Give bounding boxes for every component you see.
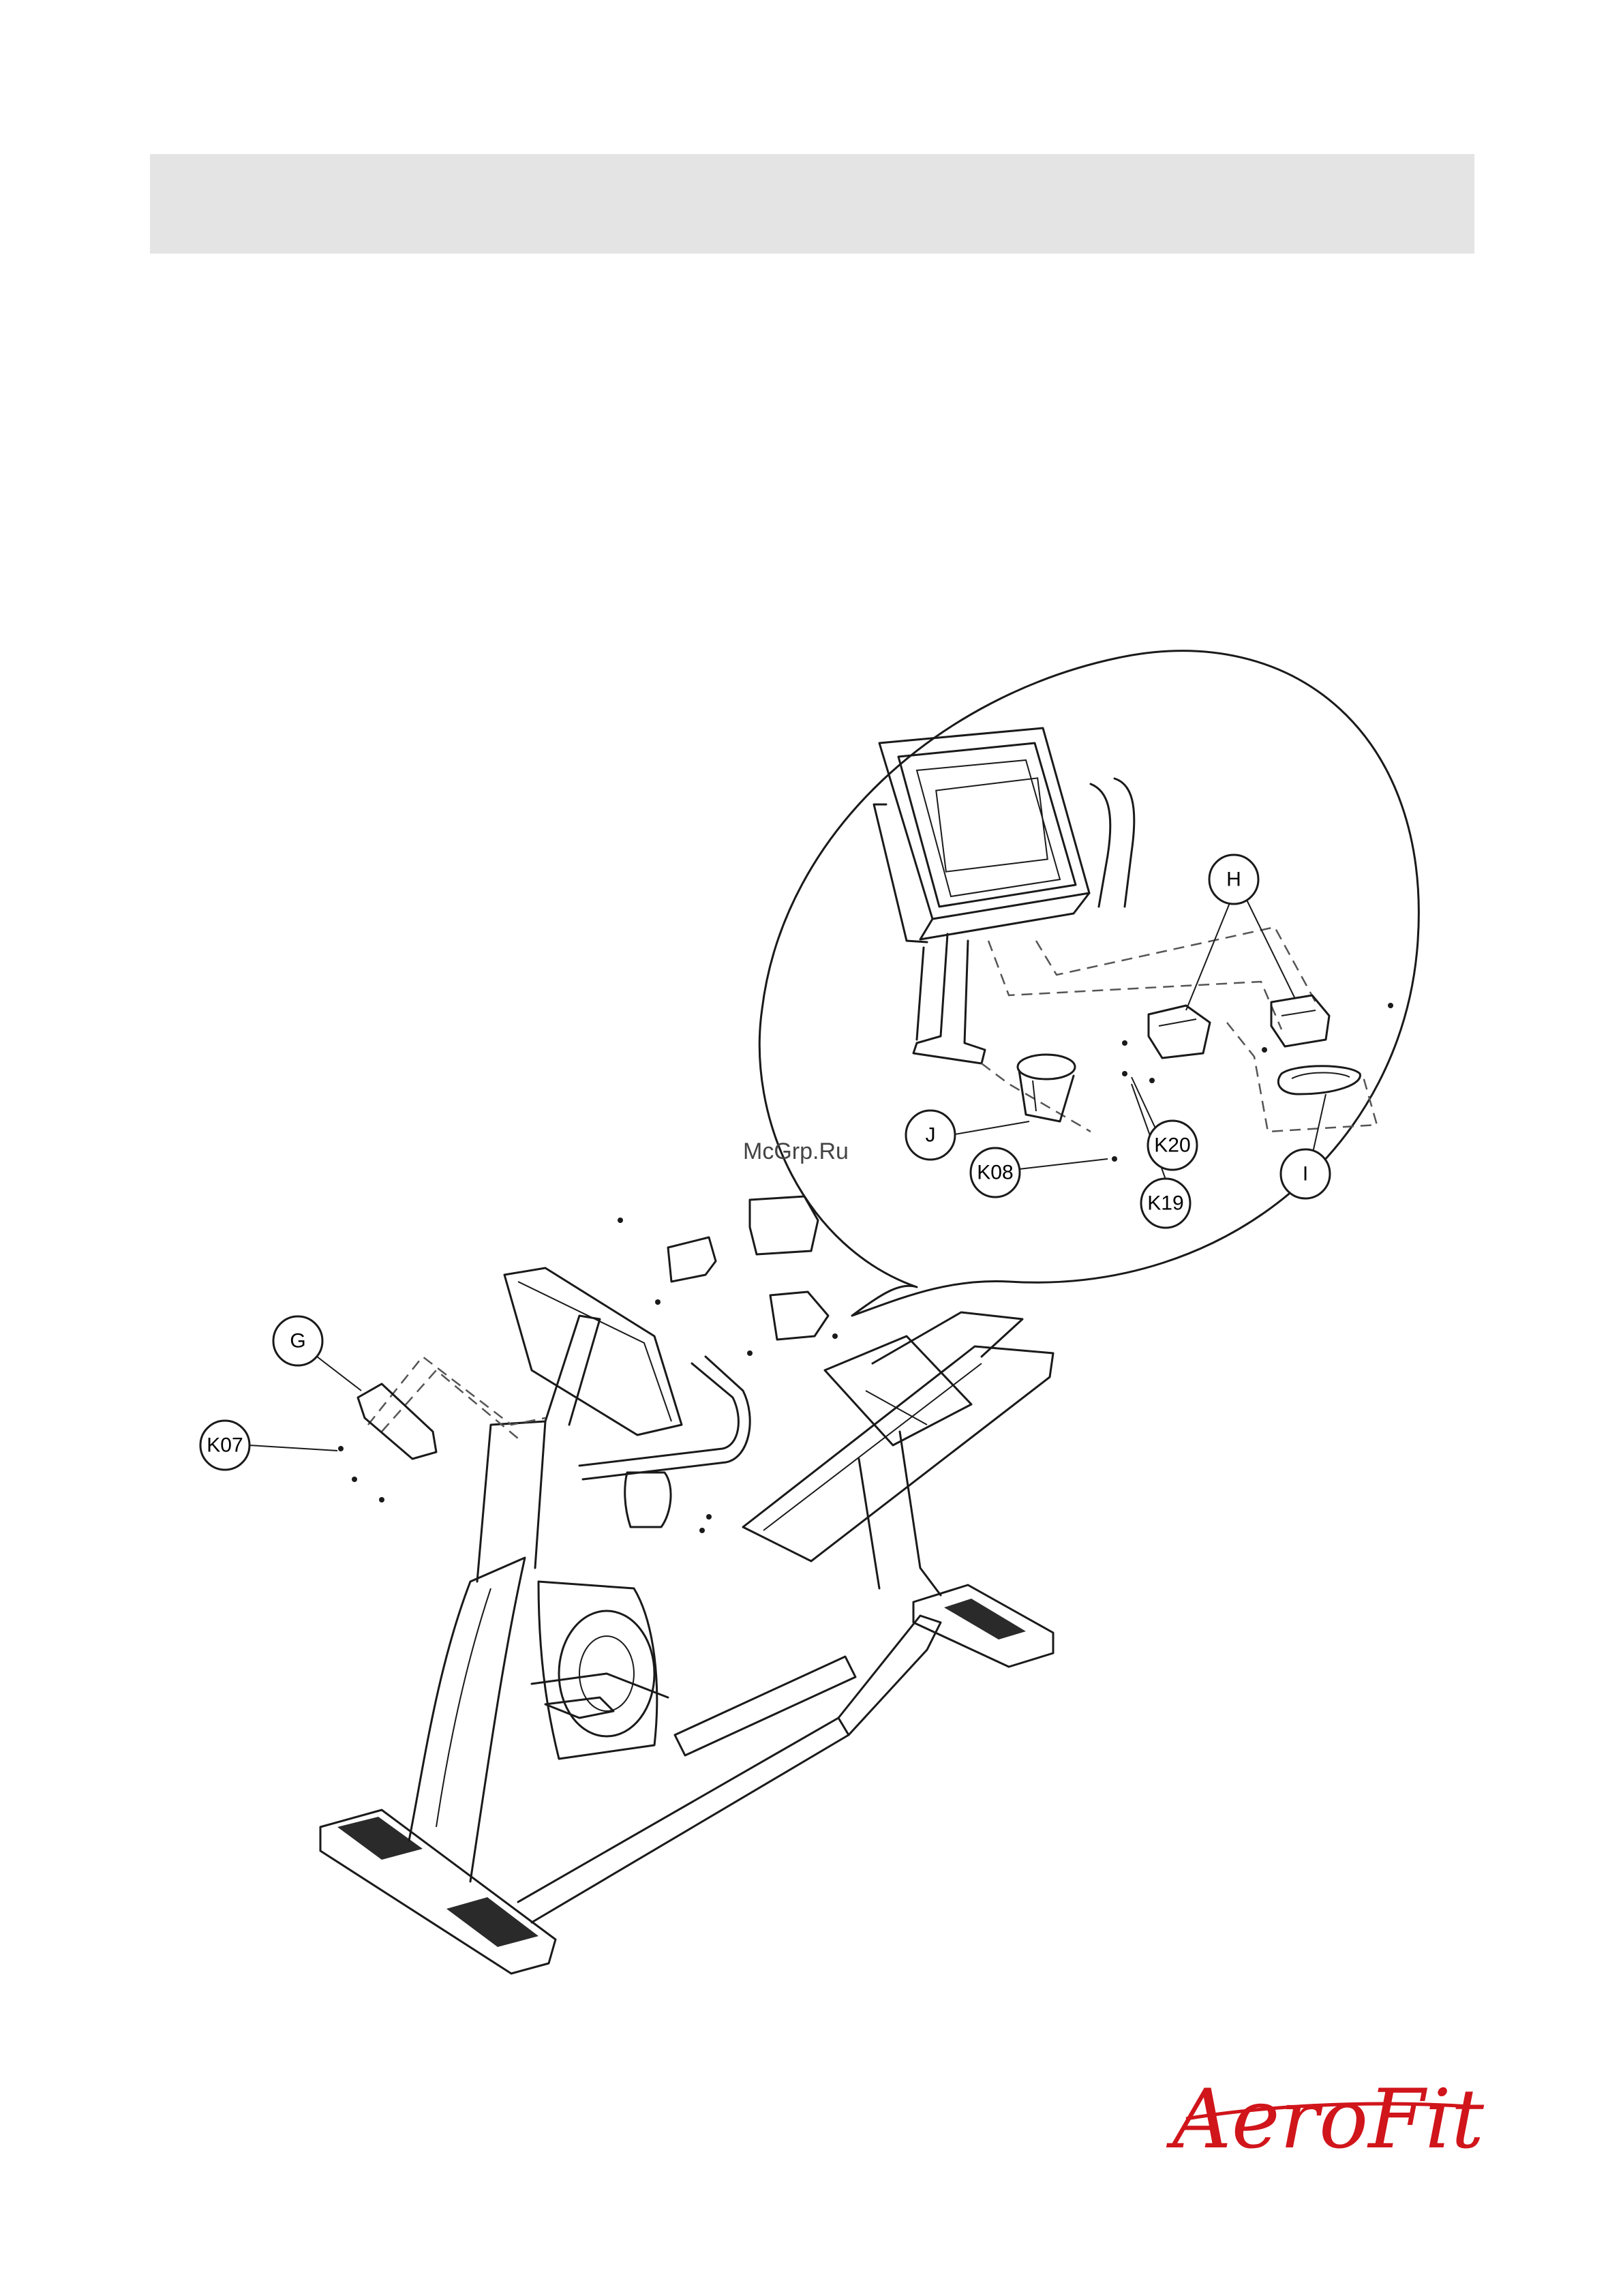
console-detail bbox=[874, 728, 1134, 1063]
svg-text:K07: K07 bbox=[207, 1434, 243, 1457]
svg-text:H: H bbox=[1226, 868, 1241, 891]
callout-K19: K19 bbox=[1141, 1179, 1190, 1228]
callout-I: I bbox=[1281, 1149, 1330, 1198]
bike-leaders bbox=[249, 1357, 361, 1451]
callout-K20: K20 bbox=[1148, 1121, 1197, 1170]
callout-J: J bbox=[906, 1111, 955, 1160]
aerofit-logo: AeroFit bbox=[1166, 2072, 1485, 2167]
callout-K08: K08 bbox=[971, 1148, 1020, 1197]
detail-parts bbox=[1018, 995, 1393, 1162]
svg-text:AeroFit: AeroFit bbox=[1166, 2072, 1485, 2167]
watermark-text: McGrp.Ru bbox=[743, 1138, 849, 1164]
callout-G: G bbox=[273, 1316, 322, 1365]
callout-K07: K07 bbox=[200, 1421, 249, 1470]
svg-text:J: J bbox=[926, 1124, 936, 1147]
detail-leaders bbox=[951, 893, 1326, 1179]
bike-exploded-parts bbox=[338, 1196, 838, 1533]
svg-text:K20: K20 bbox=[1154, 1134, 1190, 1157]
bike-frame bbox=[320, 1268, 1053, 1974]
svg-text:K19: K19 bbox=[1147, 1192, 1183, 1215]
detail-explode-lines bbox=[982, 927, 1377, 1132]
svg-text:I: I bbox=[1303, 1163, 1308, 1185]
callout-H: H bbox=[1209, 855, 1258, 904]
svg-text:G: G bbox=[290, 1330, 305, 1353]
svg-text:K08: K08 bbox=[977, 1162, 1013, 1184]
detail-view-bubble bbox=[759, 651, 1419, 1316]
